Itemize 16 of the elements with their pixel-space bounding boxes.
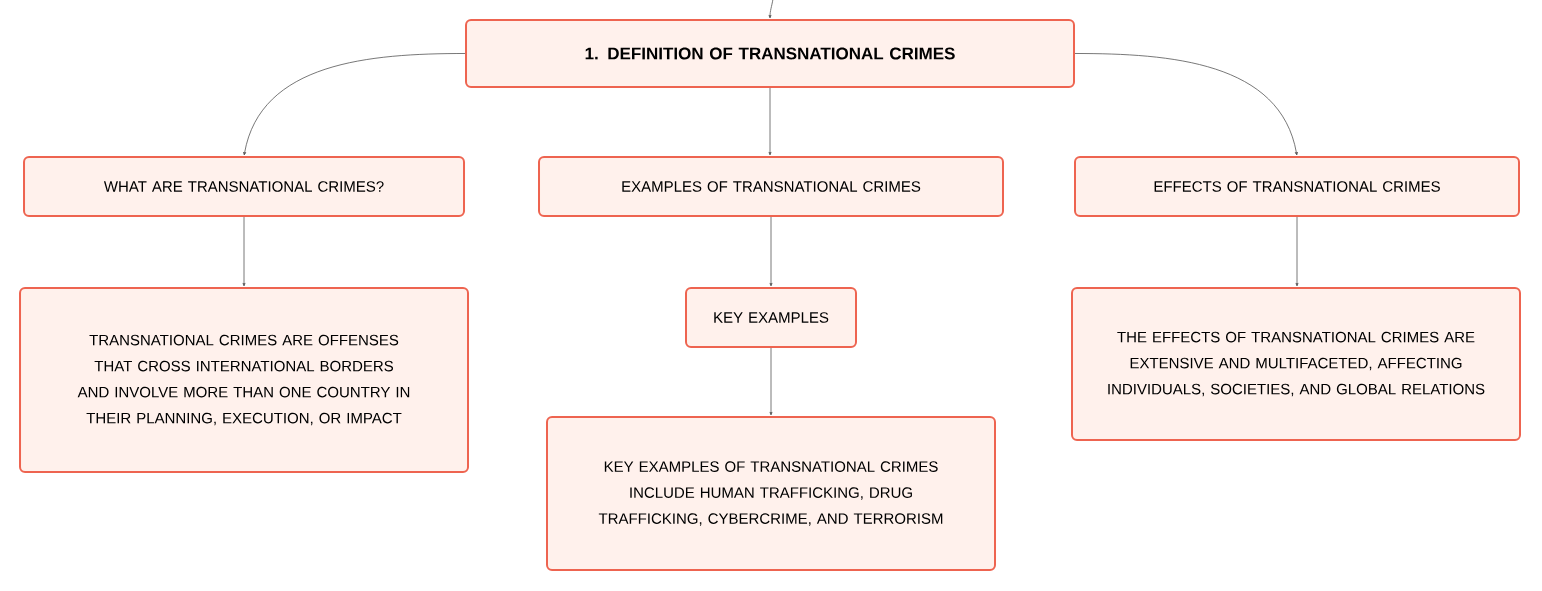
text-box: TRANSNATIONAL CRIMES ARE OFFENSES THAT CROSS INTERNATIONAL BORDERS AND INVOLVE MORE THAN ONE COUNTRY IN THEIR PLANNING, EXECUTION, OR IMPACT [19,287,469,473]
text-box: EXAMPLES OF TRANSNATIONAL CRIMES [538,156,1004,217]
title-box: 1. DEFINITION OF TRANSNATIONAL CRIMES [465,19,1075,88]
text-box: THE EFFECTS OF TRANSNATIONAL CRIMES ARE EXTENSIVE AND MULTIFACETED, AFFECTING INDIVIDUALS, SOCIETIES, AND GLOBAL RELATIONS [1071,287,1521,441]
arrow [243,53,466,156]
arrow [769,347,773,416]
text-box: WHAT ARE TRANSNATIONAL CRIMES? [23,156,465,217]
text-box: EFFECTS OF TRANSNATIONAL CRIMES [1074,156,1520,217]
text-box: KEY EXAMPLES OF TRANSNATIONAL CRIMES INCLUDE HUMAN TRAFFICKING, DRUG TRAFFICKING, CYBERCRIME, AND TERRORISM [546,416,996,571]
arrow [1074,53,1298,156]
arrow [242,216,246,287]
text-box: KEY EXAMPLES [685,287,857,348]
arrow [768,87,772,156]
arrow [768,0,774,19]
arrow [1295,216,1299,287]
arrow [769,216,773,287]
